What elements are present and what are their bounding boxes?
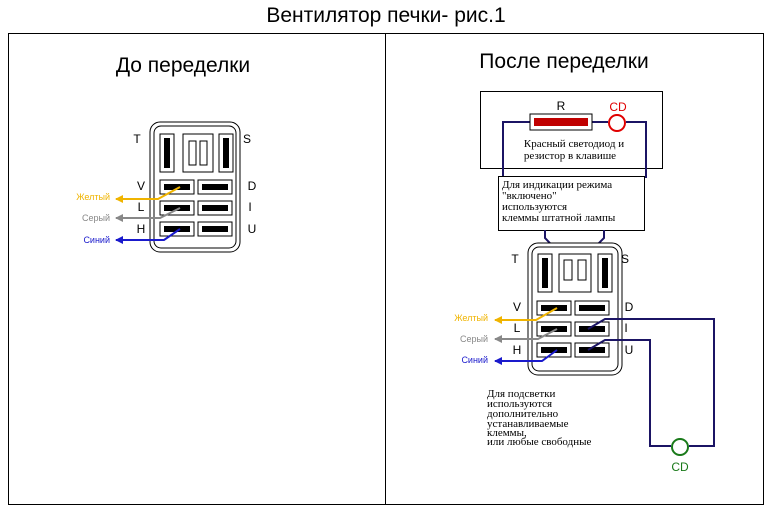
pin-label-l: L [138,200,145,214]
pin-label-v: V [137,179,145,193]
wire-blue [115,228,181,244]
pin-label-l: L [514,321,521,335]
wire-yellow [115,186,181,203]
wire-label-yellow: Желтый [76,192,110,202]
backlight-note-line4: устанавливаемые [487,418,569,430]
switch-wire-right [626,121,647,178]
indication-note-line2: "включено" [502,190,557,202]
backlight-wire-inner [587,339,671,447]
pin-label-v: V [513,300,521,314]
right-panel: После переделки R CD Красный светодиод и… [454,50,715,474]
led-red [608,114,626,132]
indication-note-line1: Для индикации режима [502,179,612,191]
indication-note-line3: используются [502,201,567,213]
backlight-note-line1: Для подсветки [487,388,556,400]
backlight-note-line2: используются [487,398,552,410]
led-red-label: CD [609,100,627,114]
right-heading: После переделки [479,50,648,73]
pin-label-t: T [511,252,519,266]
wire-gray [115,207,181,222]
right-connector [527,242,623,376]
switch-note-line2: резистор в клавише [524,150,616,162]
switch-wire-left [502,121,534,178]
led-green-label: CD [671,460,689,474]
backlight-note-line6: или любые свободные [487,436,591,448]
backlight-note-line3: дополнительно [487,408,559,420]
backlight-note-line5: клеммы, [487,427,527,439]
backlight-wire-outer [587,318,715,447]
wire-label-blue: Синий [83,235,110,245]
pin-label-u: U [625,343,634,357]
wire-blue [494,349,558,365]
wire-yellow [494,307,558,324]
connector-inner [153,125,237,249]
wire-label-blue: Синий [461,355,488,365]
left-heading: До переделки [116,54,250,77]
pin-label-i: I [248,200,251,214]
connector-outer [149,121,241,253]
left-panel: До переделки T S V L H D I [76,54,257,253]
pin-label-d: D [625,300,634,314]
switch-note-line1: Красный светодиод и [524,138,624,150]
pin-label-t: T [133,132,141,146]
led-green [671,438,689,456]
pin-label-i: I [624,321,627,335]
pin-label-d: D [248,179,257,193]
resistor-label: R [557,99,566,113]
wire-gray [494,328,558,343]
connector-inner [531,246,619,372]
wire-label-yellow: Желтый [454,313,488,323]
indication-note-line4: клеммы штатной лампы [502,212,616,224]
diagram-title: Вентилятор печки- рис.1 [266,4,505,27]
pin-label-h: H [513,343,522,357]
pin-label-u: U [248,222,257,236]
resistor-body [534,118,588,126]
pin-label-s: S [621,252,629,266]
left-connector [149,121,241,253]
wire-label-gray: Серый [460,334,488,344]
switch-box [480,91,663,169]
pin-label-h: H [137,222,146,236]
wire-label-gray: Серый [82,213,110,223]
indication-note-box [498,176,645,231]
pin-label-s: S [243,132,251,146]
